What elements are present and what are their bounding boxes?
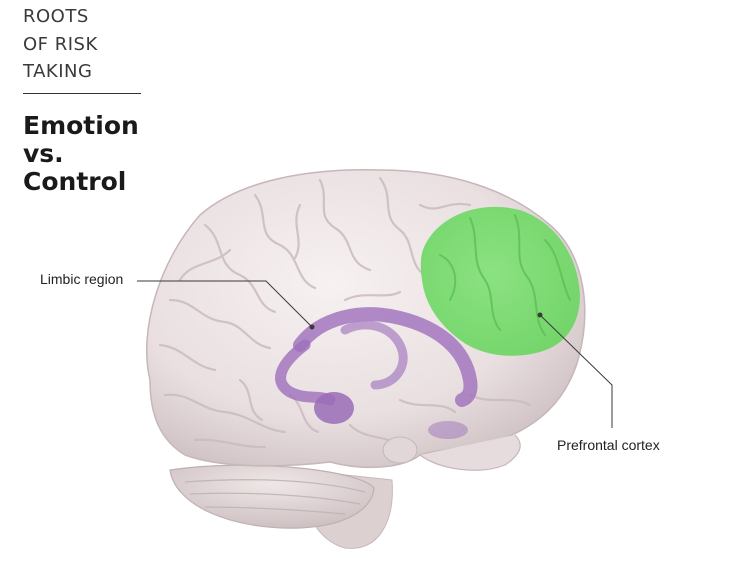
amygdala-shape (314, 392, 354, 424)
cerebellum (170, 465, 374, 528)
prefrontal-cortex-label: Prefrontal cortex (557, 437, 660, 453)
limbic-region-label: Limbic region (40, 271, 123, 287)
